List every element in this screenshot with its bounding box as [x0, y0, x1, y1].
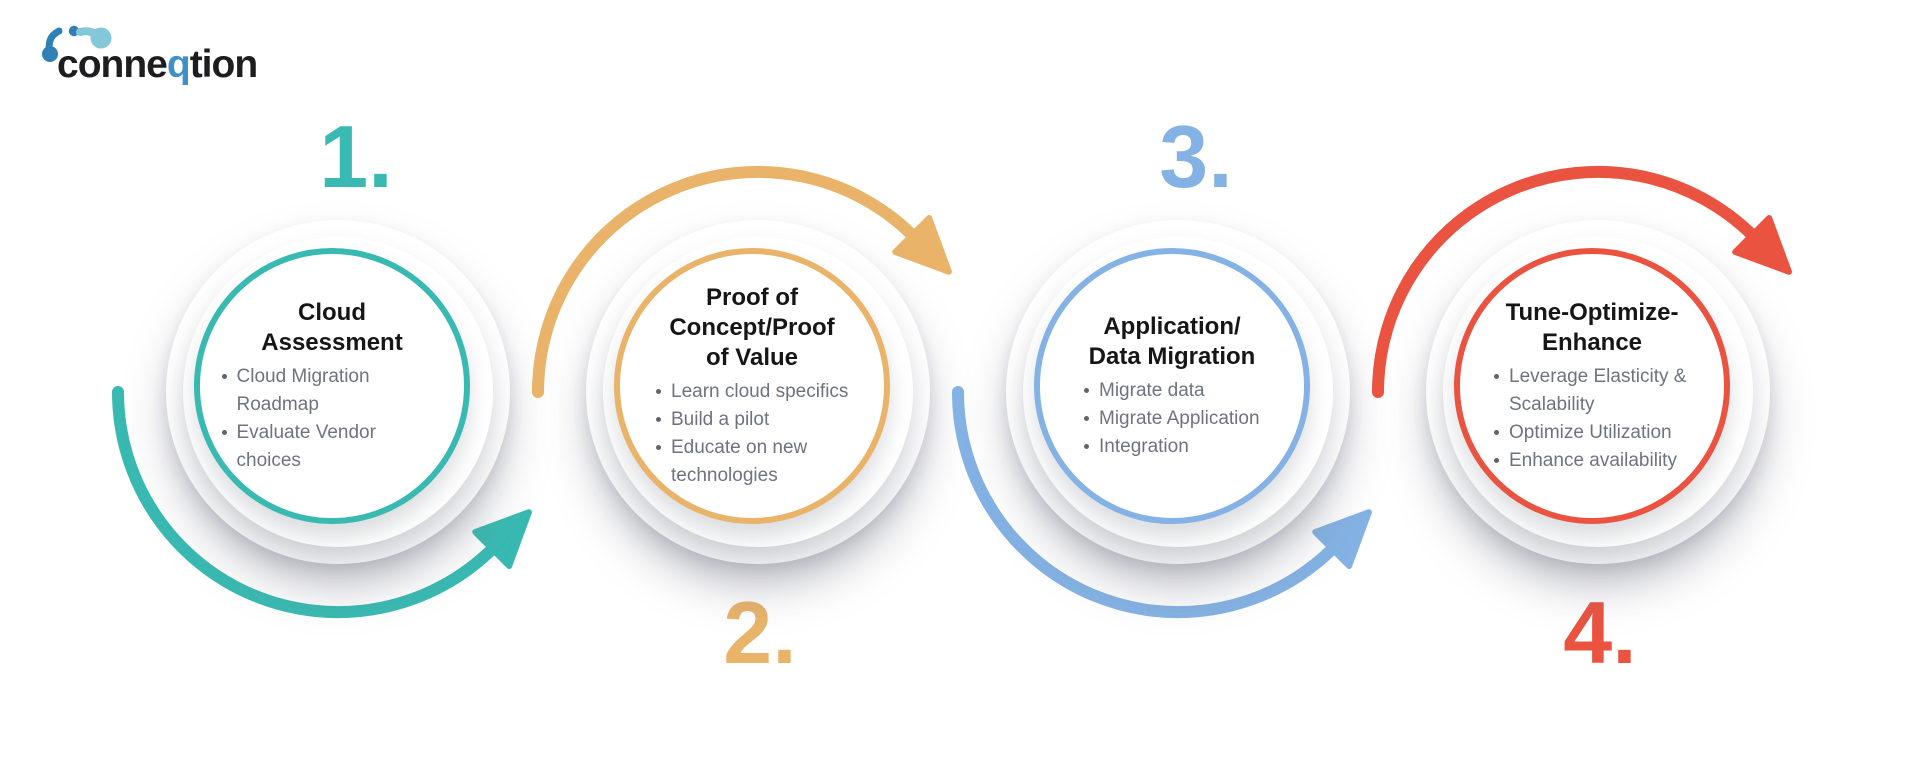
bullet-item: Learn cloud specifics — [654, 378, 850, 406]
logo-text: conneqtion — [57, 43, 258, 87]
bullet-item: Evaluate Vendor choices — [220, 419, 445, 475]
card-circle-inner: Proof of Concept/Proof of Value Learn cl… — [614, 248, 890, 524]
card-circle-mid: Application/ Data Migration Migrate data… — [1023, 237, 1333, 547]
bullet-item: Enhance availability — [1492, 447, 1692, 475]
card-circle-inner: Cloud Assessment Cloud Migration Roadmap… — [194, 248, 470, 524]
step-cloud-assessment: 1. Cloud Assessment Cloud Migration Road… — [98, 113, 578, 632]
step-title: Application/ Data Migration — [1088, 312, 1256, 370]
bullet-item: Educate on new technologies — [654, 434, 850, 490]
card-circle-outer: Cloud Assessment Cloud Migration Roadmap… — [166, 220, 510, 564]
logo-letter-accent: q — [166, 43, 191, 86]
step-number: 1. — [319, 107, 393, 206]
arrowhead — [892, 215, 952, 275]
bullet-item: Optimize Utilization — [1492, 419, 1692, 447]
step-tune-optimize-enhance: 4. Tune-Optimize- Enhance Leverage Elast… — [1358, 152, 1838, 677]
circular-arrow-icon — [1372, 165, 1792, 398]
card-circle-inner: Tune-Optimize- Enhance Leverage Elastici… — [1454, 248, 1730, 524]
step-number: 4. — [1563, 583, 1637, 682]
bullet-item: Migrate Application — [1082, 405, 1262, 433]
card-circle-outer: Application/ Data Migration Migrate data… — [1006, 220, 1350, 564]
circular-arrow-icon — [112, 386, 532, 619]
arrowhead — [1732, 215, 1792, 275]
bullet-item: Cloud Migration Roadmap — [220, 363, 445, 419]
bullet-item: Migrate data — [1082, 377, 1262, 405]
circular-arrow-icon — [532, 165, 952, 398]
bullet-item: Build a pilot — [654, 406, 850, 434]
step-proof-of-concept: 2. Proof of Concept/Proof of Value Learn… — [518, 152, 998, 677]
circular-arrow-icon — [952, 386, 1372, 619]
card-circle-mid: Tune-Optimize- Enhance Leverage Elastici… — [1443, 237, 1753, 547]
card-circle-outer: Tune-Optimize- Enhance Leverage Elastici… — [1426, 220, 1770, 564]
step-number: 2. — [723, 583, 797, 682]
logo-text-post: tion — [189, 43, 258, 86]
card-circle-mid: Cloud Assessment Cloud Migration Roadmap… — [183, 237, 493, 547]
step-title: Cloud Assessment — [261, 298, 403, 356]
bullet-item: Leverage Elasticity & Scalability — [1492, 363, 1692, 419]
step-title: Proof of Concept/Proof of Value — [669, 283, 835, 371]
logo-text-pre: conne — [57, 43, 168, 86]
logo: conneqtion — [38, 10, 298, 110]
step-title: Tune-Optimize- Enhance — [1505, 298, 1679, 356]
step-application-data-migration: 3. Application/ Data Migration Migrate d… — [938, 113, 1418, 632]
card-circle-mid: Proof of Concept/Proof of Value Learn cl… — [603, 237, 913, 547]
bullet-item: Integration — [1082, 433, 1262, 461]
arrowhead — [472, 509, 532, 569]
molecule-icon — [42, 25, 112, 62]
step-number: 3. — [1159, 107, 1233, 206]
card-circle-inner: Application/ Data Migration Migrate data… — [1034, 248, 1310, 524]
card-circle-outer: Proof of Concept/Proof of Value Learn cl… — [586, 220, 930, 564]
arrowhead — [1312, 509, 1372, 569]
